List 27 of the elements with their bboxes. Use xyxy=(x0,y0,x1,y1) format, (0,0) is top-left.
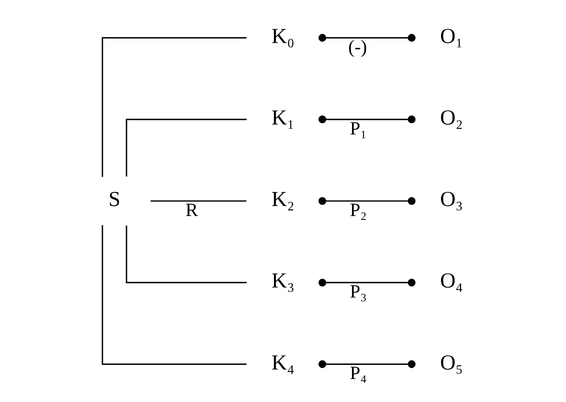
connector xyxy=(318,116,416,124)
node-text: K₂ xyxy=(272,187,294,212)
connector xyxy=(126,225,247,284)
connector xyxy=(126,118,247,177)
node-text: O₄ xyxy=(440,268,463,293)
edge-label: P₃ xyxy=(350,282,367,303)
edge-label: P₁ xyxy=(350,118,367,140)
connector xyxy=(318,34,416,42)
node-text: K₀ xyxy=(272,24,294,48)
node-text: K₄ xyxy=(272,350,294,374)
node-text: O₁ xyxy=(440,24,463,48)
connector xyxy=(150,200,246,202)
node-text: O₅ xyxy=(440,350,463,374)
node-text: K₃ xyxy=(272,268,294,293)
connector xyxy=(318,278,416,286)
node-text: S xyxy=(108,187,120,212)
node-text: O₃ xyxy=(440,187,463,212)
connector xyxy=(318,360,416,368)
node-text: K₁ xyxy=(272,105,294,130)
connector xyxy=(102,225,246,365)
connector xyxy=(102,37,246,177)
edge-label: P₄ xyxy=(350,363,367,384)
edge-label: P₂ xyxy=(350,200,367,221)
connector xyxy=(318,197,416,205)
node-text: O₂ xyxy=(440,105,463,130)
edge-label: R xyxy=(186,200,198,221)
edge-label: (-) xyxy=(348,36,367,58)
